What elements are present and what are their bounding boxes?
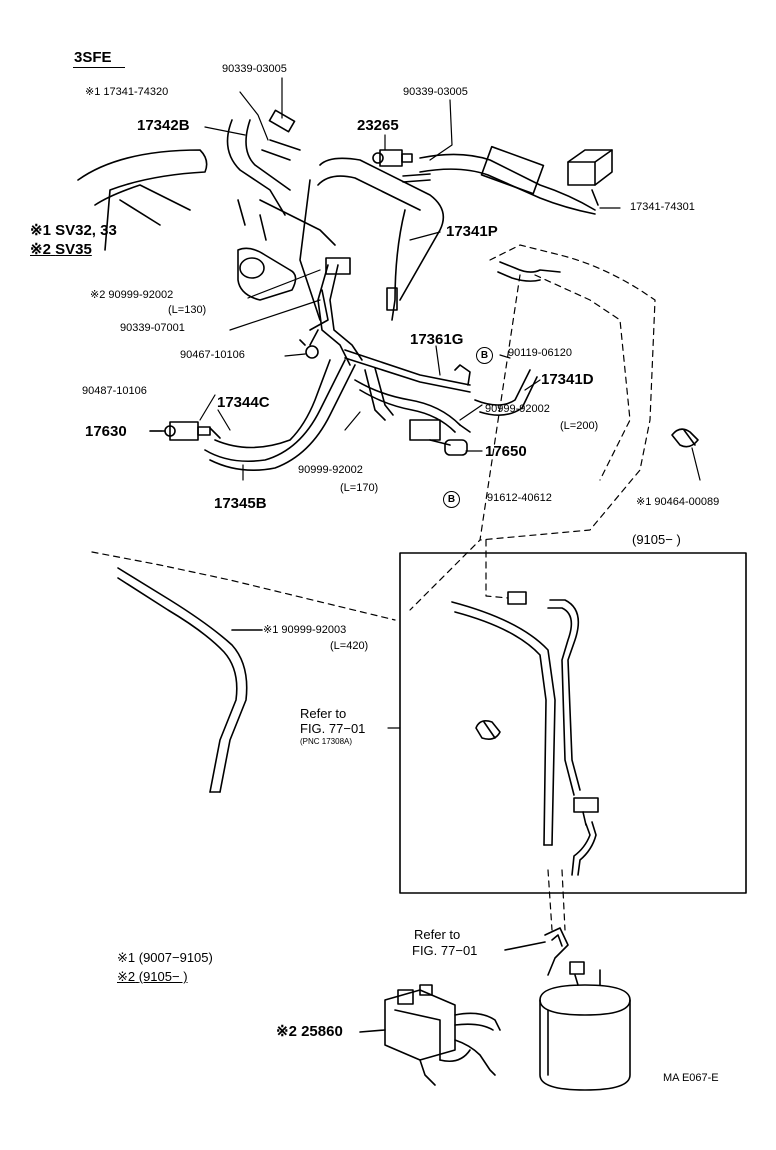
part-90999-92002-c-length: (L=170) [340,482,379,494]
part-90339-03005-a: 90339-03005 [222,63,287,75]
inset-header: (9105− ) [632,532,681,547]
connector-b-upper: B [476,346,493,364]
date-legend-1: ※1 (9007−9105) [117,951,213,964]
part-90999-92003-length: (L=420) [330,640,369,652]
variant-1-code: SV32, 33 [55,222,117,239]
hose-17341-74301 [402,145,596,215]
vsv-23265 [372,149,413,167]
ref1-line2: FIG. 77−01 [300,721,366,736]
date-legend-2-mark: ※2 [117,969,136,984]
part-17341-74320: ※1 17341-74320 [85,86,169,98]
part-17630: 17630 [85,423,127,440]
dashed-routing-lower [91,551,396,621]
date-legend-1-range: (9007−9105) [138,950,213,965]
ref1-line1: Refer to [300,706,347,721]
hose-17341p [299,157,445,321]
variant-1: ※1 SV32, 33 [30,223,117,238]
date-legend-2-range: (9105− ) [138,969,188,984]
part-17341d: 17341D [541,371,594,388]
leader-lines [149,77,701,481]
part-17342b: 17342B [137,117,190,134]
hose-90999-92003 [117,567,263,793]
inset-dashes [485,539,566,931]
part-17345b: 17345B [214,495,267,512]
part-17361g: 17361G [410,331,464,348]
part-17341-74301: 17341-74301 [630,201,695,213]
part-17650: 17650 [485,443,527,460]
ref2-line2: FIG. 77−01 [412,943,478,958]
ref1-line3: (PNC 17308A) [300,737,353,746]
connector-b-mark-lower: B [443,491,460,508]
part-90999-92002-a: ※2 90999-92002 [90,289,174,301]
inset-hoses [451,591,599,876]
dashed-routing-upper [409,244,656,611]
part-90999-92002-b-length: (L=200) [560,420,599,432]
engine-outline [77,149,208,251]
canister-hose [504,927,569,976]
part-90999-92002-b: 90999-92002 [485,403,550,415]
variant-2-code: SV35 [55,241,92,258]
part-90339-07001: 90339-07001 [120,322,185,334]
connector-b-lower: B [443,490,460,508]
part-90467-10106: 90467-10106 [180,349,245,361]
part-90339-03005-b: 90339-03005 [403,86,468,98]
hose-vertical-bundle [299,257,363,366]
variant-1-mark: ※1 [30,222,51,239]
bvsv-25860 [359,984,501,1086]
part-90999-92003: ※1 90999-92003 [263,624,347,636]
connector-b-mark: B [476,347,493,364]
hose-17342b [237,109,301,241]
part-91612-40612: 91612-40612 [487,492,552,504]
part-90999-92002-c: 90999-92002 [298,464,363,476]
charcoal-canister [539,961,631,1091]
hose-sketch-upper-right [497,261,561,282]
engine-underline [73,67,125,68]
figure-code: MA E067-E [663,1072,719,1084]
date-legend-1-mark: ※1 [117,950,136,965]
engine-label: 3SFE [74,49,112,66]
throttle-body [226,119,336,301]
variant-2-mark: ※2 [30,241,51,258]
hose-and-vsv-17650 [354,367,471,456]
part-90464-00089: ※1 90464-00089 [636,496,720,508]
clip-90464 [671,428,699,448]
part-25860: ※2 25860 [276,1023,343,1040]
part-90999-92002-a-length: (L=130) [168,304,207,316]
variant-2: ※2 SV35 [30,242,92,257]
part-23265: 23265 [357,117,399,134]
part-17344c: 17344C [217,394,270,411]
part-90119-06120: 90119-06120 [508,347,573,359]
filter-box [567,149,613,206]
ref2-line1: Refer to [414,927,461,942]
date-legend-2: ※2 (9105− ) [117,970,188,983]
hose-17344c-17345b [204,359,356,472]
part-17341p: 17341P [446,223,498,240]
inset-box [399,552,747,894]
pipe-17361g [344,349,471,393]
hose-17341d [474,369,538,416]
part-90487-10106: 90487-10106 [82,385,147,397]
